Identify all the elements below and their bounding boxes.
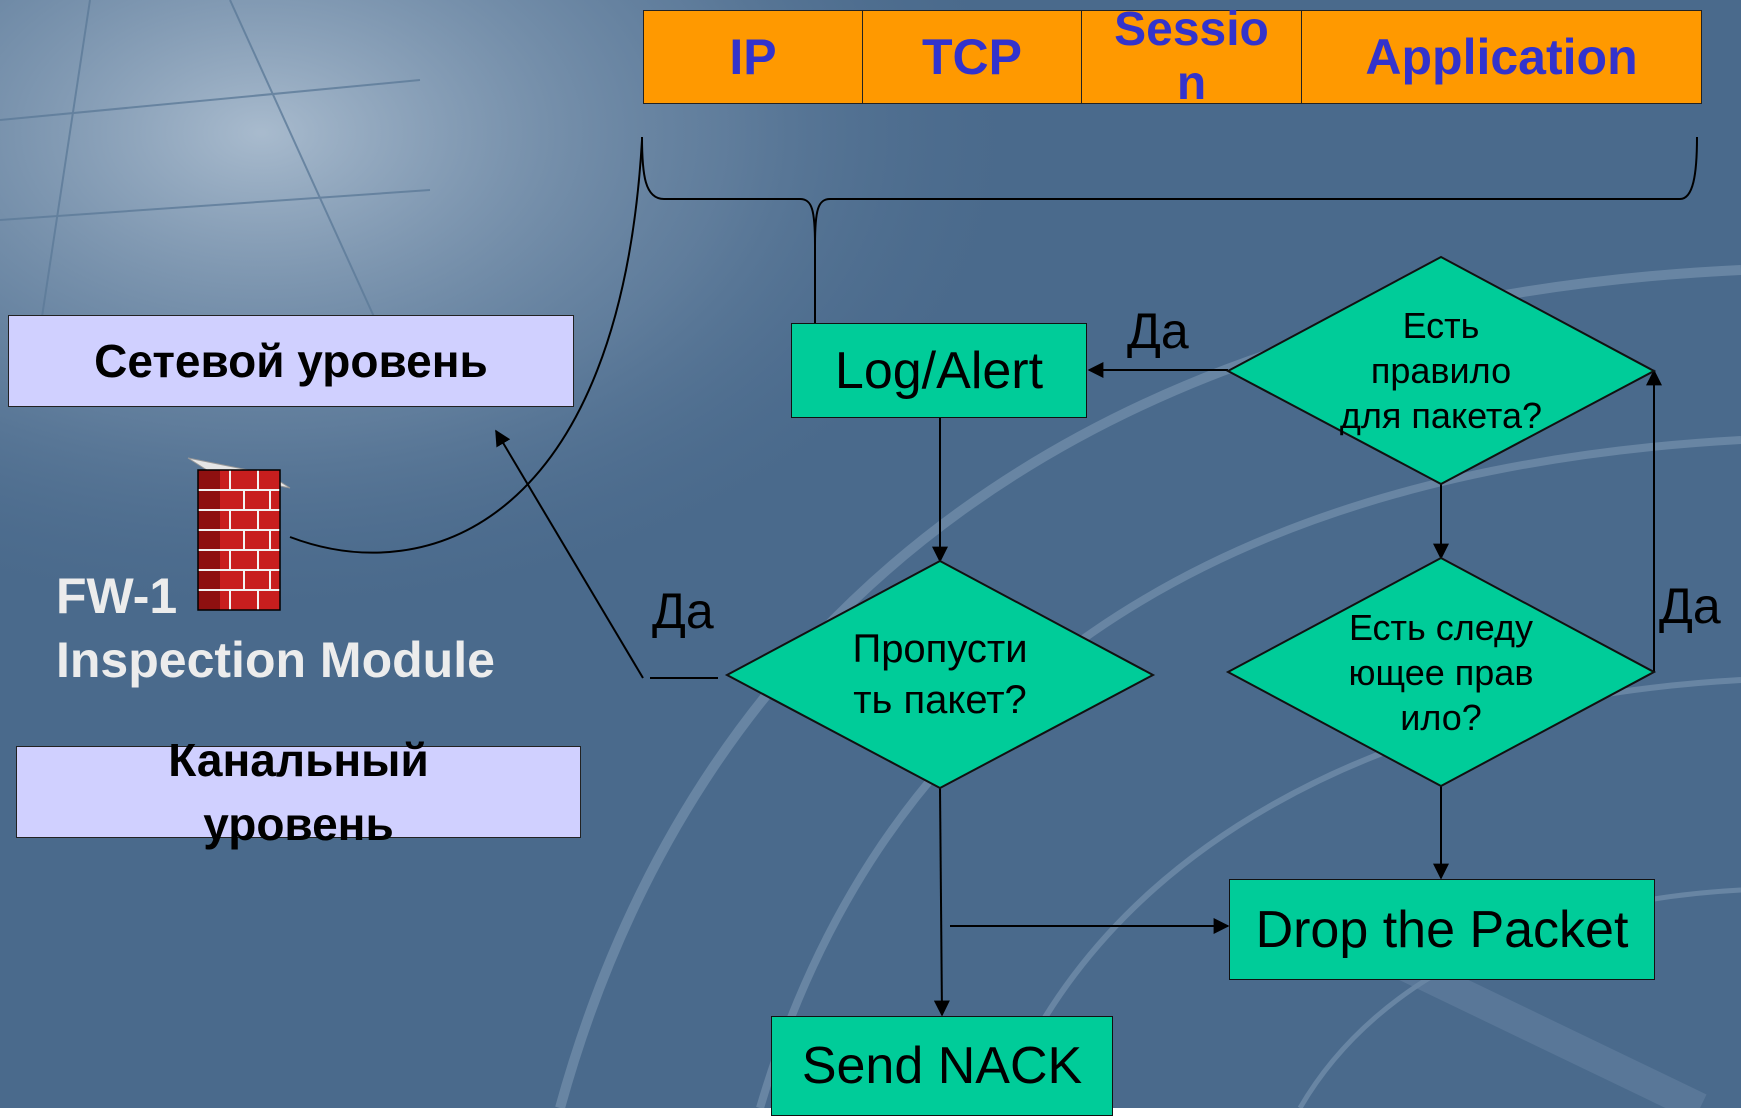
decision-next-rule-diamond [1225,556,1657,788]
firewall-curve [289,139,643,554]
protocol-tcp: TCP [862,10,1082,104]
fw-label-line2: Inspection Module [56,632,495,688]
send-nack-box: Send NACK [771,1016,1113,1116]
network-layer-box: Сетевой уровень [8,315,574,407]
yes-label-rule: Да [1127,303,1189,359]
pass-no-arrow [933,787,950,1017]
decision-rule-diamond [1225,255,1657,486]
protocol-application: Application [1301,10,1702,104]
drop-packet-box: Drop the Packet [1229,879,1655,980]
log-alert-box: Log/Alert [791,323,1087,418]
yes-label-next-rule: Да [1659,578,1721,634]
protocol-session: Sessio n [1081,3,1302,110]
yes-label-pass: Да [652,583,714,639]
decision-pass-text: Пропустить пакет? [852,627,1028,722]
decision-next-rule-text: Есть следующее правило? [1348,606,1534,738]
fw-label-line1: FW-1 [56,568,178,624]
protocol-brace [641,136,1698,246]
decision-pass-diamond [724,559,1156,790]
firewall-icon [187,457,291,611]
pass-to-network-arrow [495,429,644,679]
datalink-layer-box: Канальный уровень [16,734,581,850]
decision-rule-text: Есть правило для пакета? [1339,304,1543,436]
protocol-ip: IP [643,10,863,104]
